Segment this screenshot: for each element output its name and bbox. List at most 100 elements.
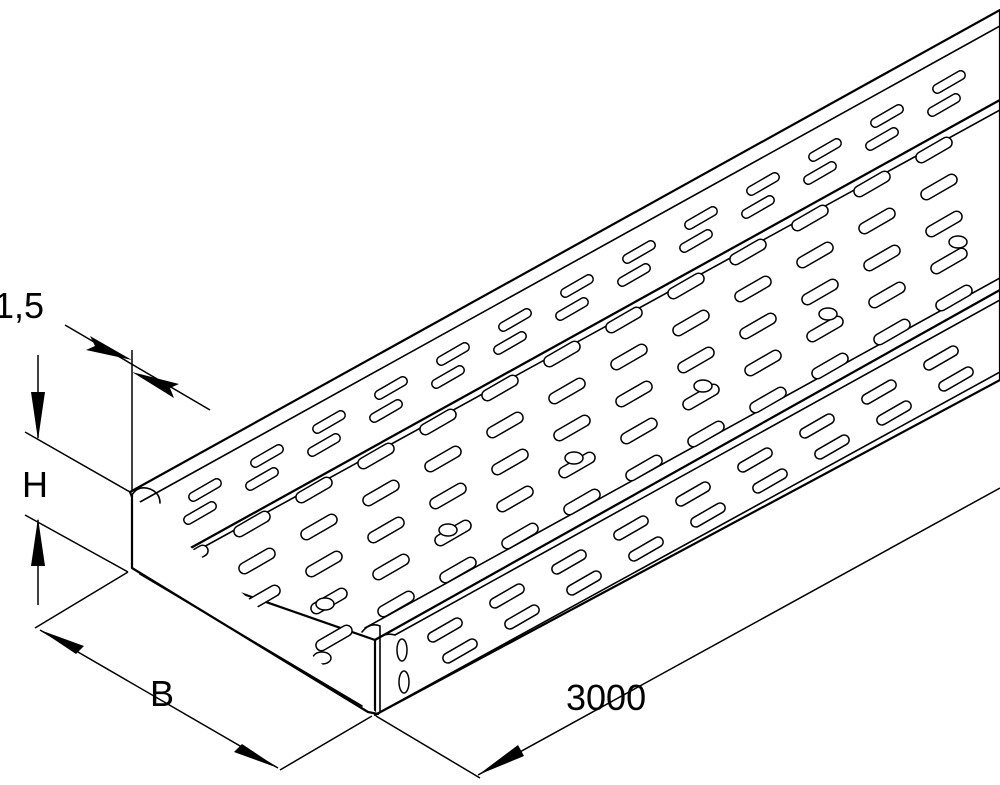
wall-slot	[628, 536, 664, 562]
dimension-height	[24, 355, 131, 605]
floor-slot	[357, 442, 395, 470]
wall-slot	[613, 515, 649, 541]
wall-slot	[560, 274, 594, 298]
floor-slot	[687, 420, 725, 448]
wall-slot	[865, 127, 899, 151]
dimension-length	[375, 487, 1000, 779]
floor-slot	[801, 278, 839, 306]
floor-slot	[543, 340, 581, 368]
dimension-width	[34, 571, 373, 771]
wall-slot	[489, 583, 525, 609]
floor-hole	[818, 307, 838, 321]
wall-slot	[307, 433, 341, 457]
wall-slot	[679, 229, 713, 253]
front-side-wall	[373, 288, 1000, 717]
wall-slot	[675, 481, 711, 507]
floor-slot	[739, 312, 777, 340]
floor-slot	[315, 624, 353, 652]
wall-slot	[622, 240, 656, 264]
wall-slot	[803, 161, 837, 185]
floor-slot	[367, 516, 405, 544]
wall-slot	[442, 638, 478, 664]
floor-slot	[791, 204, 829, 232]
floor-slot	[481, 374, 519, 402]
wall-slot	[504, 604, 540, 630]
floor-hole	[693, 379, 713, 393]
wall-slot	[741, 195, 775, 219]
floor-holes	[222, 235, 968, 665]
wall-slot	[746, 172, 780, 196]
floor-slot	[796, 241, 834, 269]
wall-slot	[870, 104, 904, 128]
floor-hole	[438, 523, 458, 537]
end-hole	[396, 638, 408, 662]
back-side-wall	[128, 8, 1000, 567]
wall-slot	[183, 501, 217, 525]
height-label: H	[22, 464, 48, 505]
floor-slot	[615, 380, 653, 408]
floor-hole	[948, 235, 968, 249]
floor-slot	[238, 547, 276, 575]
wall-slot	[551, 549, 587, 575]
floor-slot	[734, 275, 772, 303]
floor-slot	[305, 550, 343, 578]
floor-slot	[372, 553, 410, 581]
back-wall-slots	[183, 70, 966, 525]
wall-slot	[861, 379, 897, 405]
floor-slot	[553, 414, 591, 442]
wall-slot	[566, 570, 602, 596]
wall-slot	[436, 342, 470, 366]
wall-slot	[312, 410, 346, 434]
wall-slot	[808, 138, 842, 162]
wall-slot	[932, 70, 966, 94]
floor-slot	[853, 170, 891, 198]
floor-slot	[295, 476, 333, 504]
wall-slot	[799, 413, 835, 439]
floor-slot	[439, 556, 477, 584]
floor-slot	[667, 272, 705, 300]
floor-slot	[429, 482, 467, 510]
floor-slot	[915, 136, 953, 164]
floor-slot	[548, 377, 586, 405]
floor-slot	[300, 513, 338, 541]
wall-slot	[927, 93, 961, 117]
end-profile	[130, 487, 381, 716]
wall-slot	[498, 308, 532, 332]
floor-slot	[486, 411, 524, 439]
floor-slot	[868, 281, 906, 309]
wall-slot	[814, 434, 850, 460]
floor-slot	[930, 247, 968, 275]
wall-slot	[938, 366, 974, 392]
floor-hole	[315, 597, 335, 611]
floor-slot	[625, 454, 663, 482]
floor-slot	[491, 448, 529, 476]
tray-floor	[158, 98, 1000, 665]
wall-slot	[245, 467, 279, 491]
floor-slot	[501, 522, 539, 550]
floor-slot	[744, 349, 782, 377]
wall-slot	[617, 263, 651, 287]
floor-slot	[806, 315, 844, 343]
wall-slot	[923, 345, 959, 371]
wall-slot	[250, 444, 284, 468]
thickness-label: 1,5	[0, 285, 44, 326]
wall-slot	[684, 206, 718, 230]
floor-slot	[605, 306, 643, 334]
floor-slot	[677, 346, 715, 374]
floor-slot	[920, 173, 958, 201]
floor-slot	[362, 479, 400, 507]
wall-slot	[876, 400, 912, 426]
floor-slot	[749, 386, 787, 414]
floor-slot	[610, 343, 648, 371]
floor-slot	[873, 318, 911, 346]
floor-slot	[672, 309, 710, 337]
end-hole	[398, 670, 410, 694]
wall-slot	[369, 399, 403, 423]
length-label: 3000	[566, 677, 646, 718]
floor-slot	[233, 510, 271, 538]
wall-slot	[752, 468, 788, 494]
wall-slot	[737, 447, 773, 473]
wall-slot	[555, 297, 589, 321]
floor-slot	[424, 445, 462, 473]
